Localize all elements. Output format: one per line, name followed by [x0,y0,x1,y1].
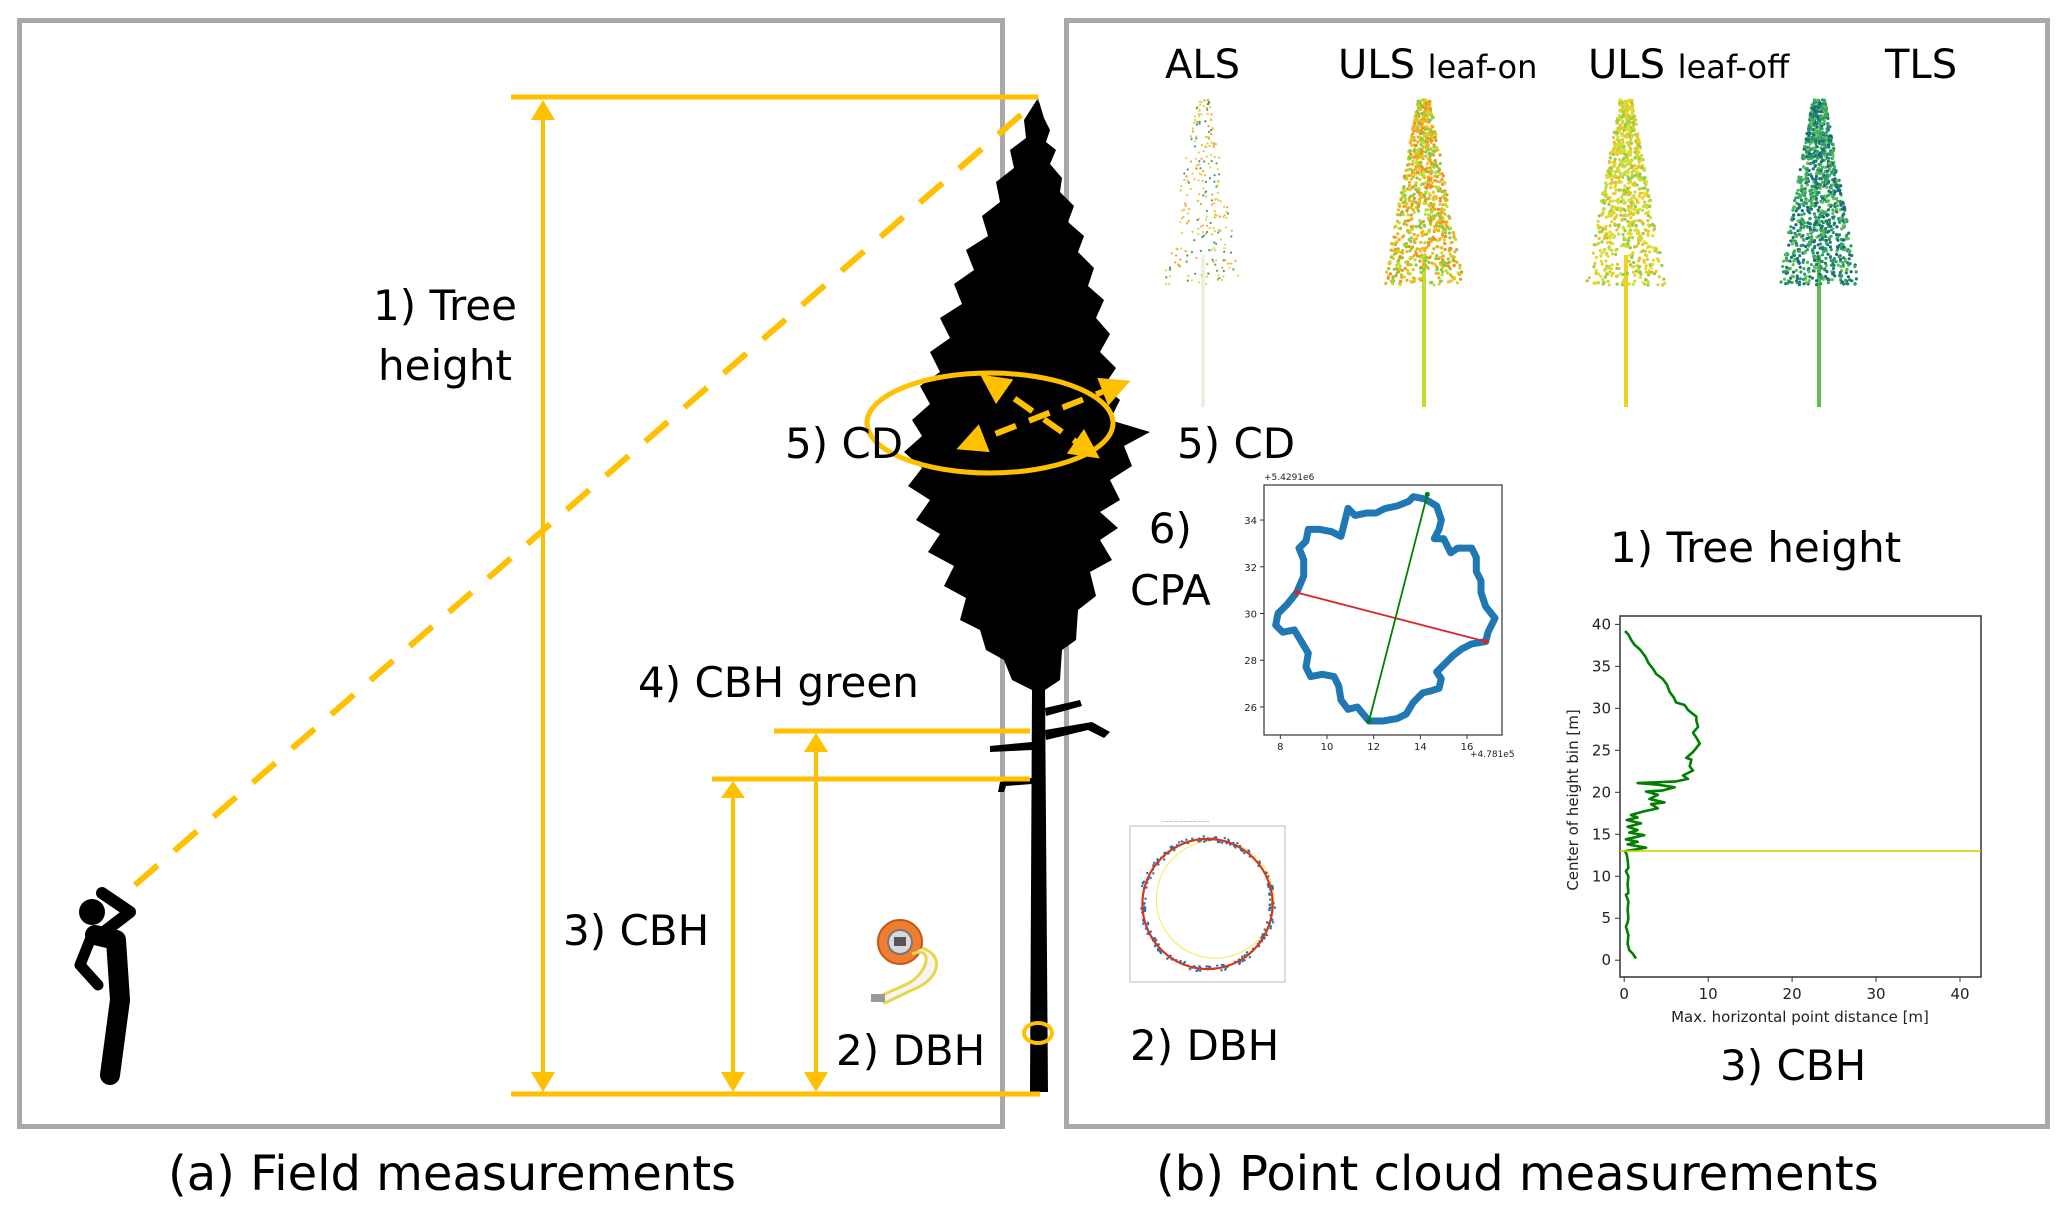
dbh-label-left: 2) DBH [836,1026,986,1075]
dbh-fitted-circle [1141,837,1274,971]
scan-label-tls: TLS [1885,42,1958,88]
cd-label-right: 5) CD [1177,419,1296,468]
cpa-x-tick-label: 12 [1367,742,1380,753]
cpa-label: 6) CPA [1130,504,1211,615]
cbh-y-tick-label: 15 [1592,825,1611,843]
cbh-y-tick-label: 35 [1592,657,1611,675]
measuring-tape-icon [871,919,939,1005]
cpa-y-tick-label: 32 [1244,563,1257,574]
cpa-y-tick-label: 26 [1244,703,1257,714]
cpa-x-tick-label: 10 [1321,742,1334,753]
cpa-diameter-end [1424,491,1430,497]
tree-height-label-right: 1) Tree height [1610,523,1902,572]
cbh-y-tick-label: 20 [1592,783,1611,801]
cbh-label-left: 3) CBH [563,906,710,955]
cbh-axes-frame [1619,615,1982,978]
cbh-x-tick-label: 10 [1699,985,1718,1003]
cbh-y-axis-label: Center of height bin [m] [1564,709,1582,890]
scan-label-uls-leaf-off: ULS leaf-off [1588,42,1790,88]
cbh-label-right: 3) CBH [1720,1041,1867,1090]
cd-label-left: 5) CD [785,419,904,468]
cbh-green-label: 4) CBH green [638,658,919,707]
point-cloud-trunk [1201,255,1205,407]
point-cloud-tree-3 [1585,98,1667,407]
point-cloud-tree-4 [1779,98,1858,407]
scan-label-uls-leaf-on: ULS leaf-on [1338,42,1538,88]
cbh-x-tick-label: 40 [1950,985,1969,1003]
cbh-y-tick-label: 30 [1592,699,1611,717]
point-cloud-trunk [1817,255,1821,407]
cpa-x-tick-label: 14 [1414,742,1427,753]
point-cloud-tree-2 [1384,98,1464,407]
cbh-y-tick-label: 0 [1601,951,1611,969]
cbh-x-axis-label: Max. horizontal point distance [m] [1671,1008,1929,1026]
cbh-x-tick-label: 0 [1619,985,1629,1003]
cpa-x-tick-label: 16 [1461,742,1474,753]
cd-arrow-2 [956,377,1131,453]
cpa-axes-frame [1263,484,1503,736]
dbh-plot-title: ····································· [1162,819,1209,824]
tree-silhouette-icon [904,98,1150,1092]
cpa-x-offset: +4.781e5 [1470,750,1515,760]
caption-field: (a) Field measurements [168,1146,737,1202]
caption-point-cloud: (b) Point cloud measurements [1156,1146,1879,1202]
line-of-sight [133,97,1040,888]
cbh-x-tick-label: 20 [1783,985,1802,1003]
cpa-outline [1272,493,1499,725]
cpa-diameter-end [1294,589,1300,595]
cbh-x-tick-label: 30 [1867,985,1886,1003]
cpa-y-tick-label: 34 [1244,516,1257,527]
point-cloud-tree-1 [1164,98,1239,407]
cbh-profile-line [1623,630,1702,960]
dbh-label-right: 2) DBH [1130,1021,1280,1070]
cpa-x-tick-label: 8 [1277,742,1283,753]
cpa-diameter-red [1296,591,1486,643]
cpa-y-offset: +5.4291e6 [1264,473,1315,483]
cpa-diameter-end [1483,639,1489,645]
cbh-y-tick-label: 40 [1592,615,1611,633]
dbh-axes-frame [1129,825,1286,983]
person-looking-up-icon [74,887,136,1085]
tree-height-label: 1) Tree height [373,281,517,390]
cbh-y-tick-label: 25 [1592,741,1611,759]
point-cloud-trunk [1422,255,1426,407]
point-cloud-trunk [1624,255,1628,407]
cbh-y-tick-label: 10 [1592,867,1611,885]
cpa-diameter-green [1368,494,1429,722]
dbh-reference-circle [1155,839,1275,959]
dbh-ring [1022,1021,1054,1045]
cpa-diameter-end [1366,718,1372,724]
cpa-y-tick-label: 28 [1244,656,1257,667]
cbh-y-tick-label: 5 [1601,909,1611,927]
cpa-y-tick-label: 30 [1244,610,1257,621]
scan-label-als: ALS [1165,42,1241,88]
